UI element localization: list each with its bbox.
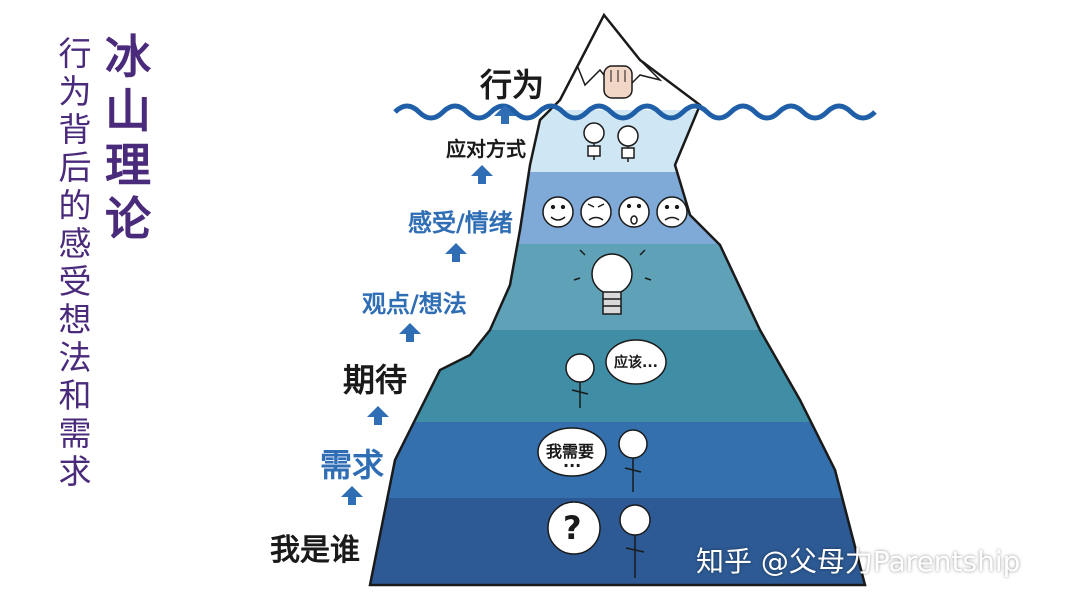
bubble-text-need: 我需要	[546, 442, 595, 461]
arrow-up-icon	[341, 486, 363, 505]
watermark-text: 知乎 @父母力Parentship	[696, 545, 1021, 578]
layer-needs-band	[370, 422, 865, 498]
main-title: 冰山理论	[105, 30, 151, 246]
speech-bubble-self	[547, 501, 601, 555]
water-line	[393, 103, 877, 121]
bubble-text-expectation: 应该...	[614, 355, 658, 371]
bubble-text-need-dots: ...	[563, 452, 582, 471]
progress-arrows	[341, 105, 516, 505]
fist-icon	[603, 65, 633, 99]
subtitle: 行为背后的感受想法和需求	[58, 34, 92, 491]
level-label-self: 我是谁	[270, 533, 360, 568]
level-label-behavior: 行为	[480, 66, 545, 104]
figure-expectation	[565, 339, 667, 408]
level-label-coping: 应对方式	[446, 137, 526, 161]
emotion-faces	[542, 196, 688, 228]
level-label-feelings: 感受/情绪	[408, 209, 513, 237]
arrow-up-icon	[494, 105, 516, 124]
level-label-expectations: 期待	[343, 361, 408, 399]
arrow-up-icon	[399, 323, 421, 342]
bubble-text-self: ?	[563, 509, 582, 547]
arrow-up-icon	[367, 406, 389, 425]
stick-figures-coping	[583, 122, 639, 162]
arrow-up-icon	[471, 165, 493, 184]
lightbulb-icon	[573, 249, 652, 315]
figure-self	[547, 501, 651, 578]
layer-self-band	[370, 498, 865, 585]
angry-face-icon	[580, 196, 612, 228]
speech-bubble-need	[537, 427, 607, 477]
sad-face-icon	[656, 196, 688, 228]
iceberg-outline	[368, 12, 867, 587]
figure-need	[537, 427, 648, 492]
level-label-needs: 需求	[320, 446, 385, 484]
happy-face-icon	[542, 196, 574, 228]
arrow-up-icon	[445, 243, 467, 262]
speech-bubble-expectation	[605, 339, 667, 385]
surprised-face-icon	[618, 196, 650, 228]
level-label-perceptions: 观点/想法	[362, 290, 467, 318]
